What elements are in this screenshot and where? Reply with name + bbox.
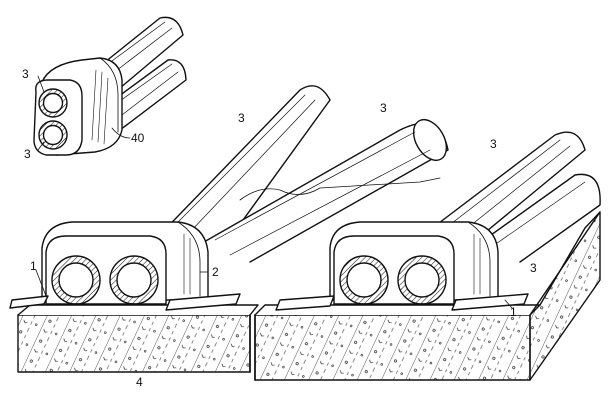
label-inset-cable-top: 3: [22, 67, 29, 81]
label-inset-sheath: 40: [131, 131, 145, 145]
label-base-plate-right: 1: [510, 305, 517, 319]
label-holder: 2: [212, 265, 219, 279]
label-cable-b: 3: [380, 101, 387, 115]
inset-cable-pair: [33, 16, 187, 156]
label-inset-cable-bottom: 3: [24, 147, 31, 161]
right-cable-group: [275, 131, 601, 311]
left-cable-group: [9, 85, 449, 311]
label-cable-a: 3: [238, 111, 245, 125]
ground-contour-line: [239, 177, 441, 201]
label-cable-c: 3: [490, 137, 497, 151]
label-base-plate-left: 1: [30, 259, 37, 273]
concrete-foundation: [17, 211, 601, 381]
label-cable-d: 3: [530, 261, 537, 275]
label-foundation: 4: [136, 375, 143, 389]
